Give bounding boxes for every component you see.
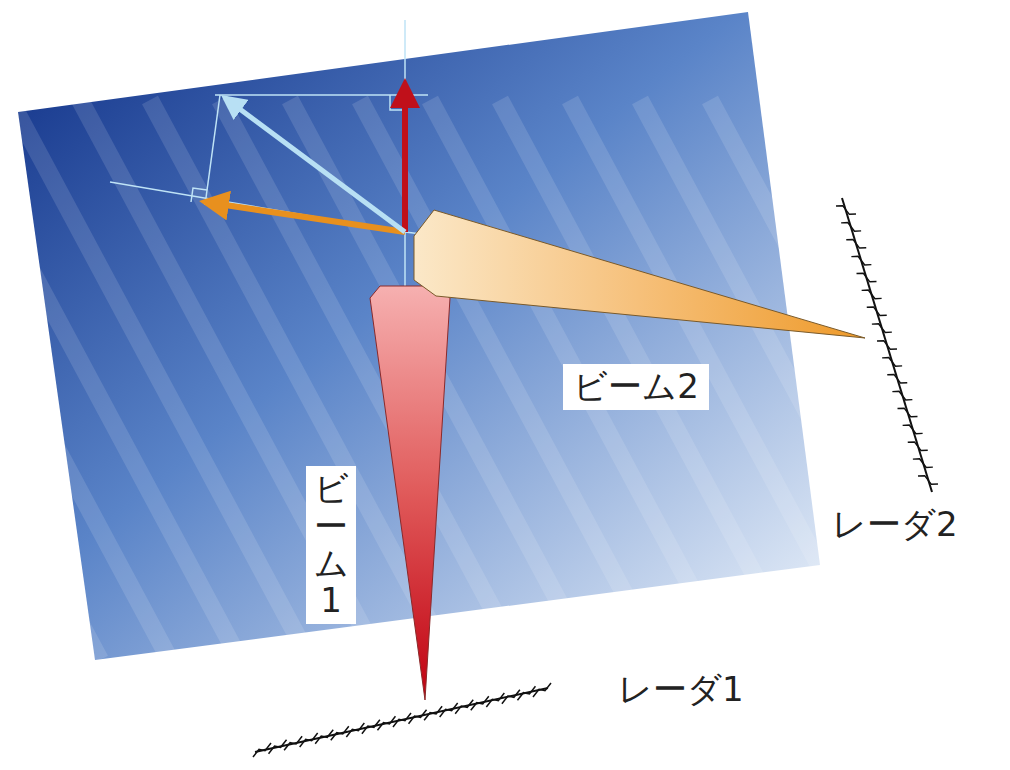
beam-label: ビーム1 — [314, 470, 348, 620]
label-box: ビーム2 — [563, 364, 709, 409]
radar-label: レーダ2 — [832, 502, 958, 548]
wind-vector — [225, 98, 405, 232]
radar-1-antenna — [255, 688, 548, 752]
antenna-hatching — [253, 206, 938, 757]
beam-1-shape — [370, 286, 450, 700]
label-box: ビーム1 — [306, 466, 356, 624]
velocity-component-2 — [205, 202, 405, 232]
radar-label: レーダ1 — [618, 667, 744, 713]
panel-texture — [0, 100, 1010, 660]
beam-label: ビーム2 — [573, 368, 699, 405]
velocity-component-1 — [402, 84, 408, 232]
beam-2-shape — [414, 210, 865, 338]
radar-2-antenna — [842, 198, 932, 492]
